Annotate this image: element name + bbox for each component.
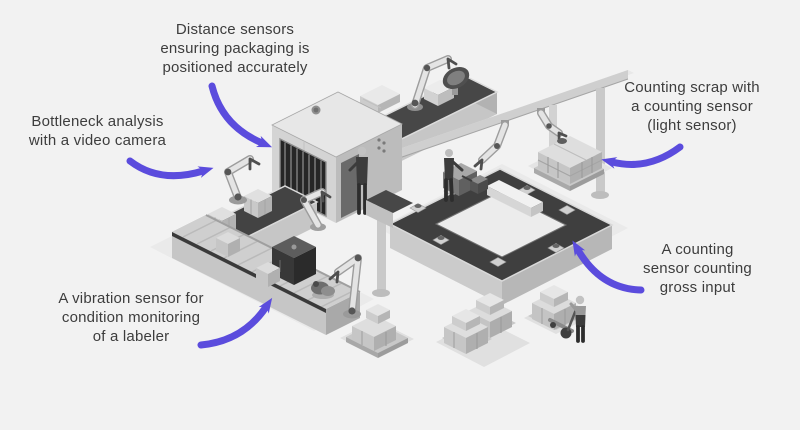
- dish-scanner: [442, 66, 470, 95]
- panel-stack: [360, 85, 400, 113]
- arrow-distance-sensors: [208, 82, 273, 148]
- unloading-robot-arm: [328, 254, 362, 319]
- arrow-counting-scrap: [601, 143, 684, 169]
- annotation-counting-scrap: Counting scrap with a counting sensor (l…: [624, 79, 760, 134]
- gantry-robot-arm-2: [537, 108, 568, 143]
- pallet-group: [436, 293, 530, 367]
- gantry: [349, 70, 634, 297]
- warehouse-worker: [548, 295, 586, 343]
- top-conveyor: [333, 55, 499, 178]
- labeler-conveyor: [172, 188, 362, 335]
- annotation-bottleneck: Bottleneck analysis with a video camera: [28, 113, 167, 149]
- annotation-distance-sensors: Distance sensors ensuring packaging is p…: [160, 21, 310, 76]
- motor-part: [311, 281, 335, 299]
- package-box: [256, 262, 280, 287]
- top-robot-arm: [407, 55, 458, 111]
- connector-conveyor: [366, 190, 413, 228]
- arrow-gross-input: [572, 240, 645, 294]
- gantry-robot-arm-1: [473, 120, 509, 171]
- package-box: [216, 232, 240, 257]
- annotation-vibration-sensor: A vibration sensor for condition monitor…: [58, 290, 204, 345]
- machine-operator: [348, 146, 368, 215]
- packaging-machine: [271, 91, 403, 223]
- infeed-robot-arm: [224, 155, 261, 205]
- package-box: [244, 189, 272, 218]
- pallet-center: [340, 304, 414, 358]
- loop-workstation: [443, 149, 543, 217]
- annotation-gross-input: A counting sensor counting gross input: [643, 241, 752, 296]
- annotation-arrows: [126, 82, 684, 349]
- workstation-operator: [444, 149, 464, 202]
- arrow-bottleneck: [126, 157, 214, 180]
- arrow-vibration: [197, 297, 273, 349]
- labeler-robot-arm: [300, 188, 332, 231]
- scrap-pallet: [528, 136, 612, 191]
